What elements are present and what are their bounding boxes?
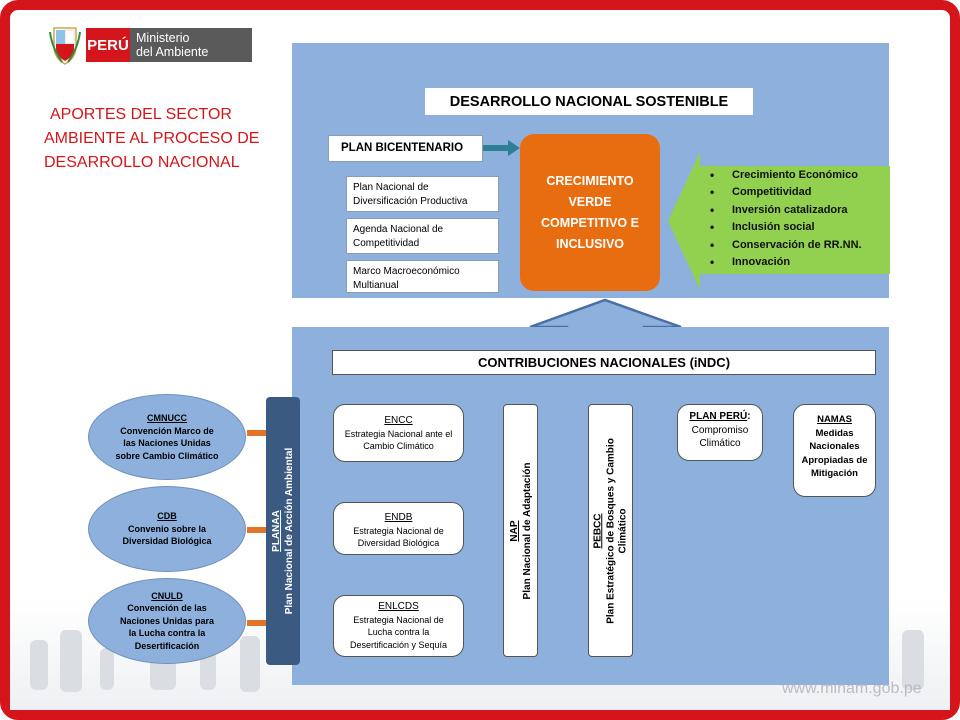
encc-box: ENCC Estrategia Nacional ante el Cambio … [333, 404, 464, 462]
ministry-name: Ministerio del Ambiente [130, 28, 252, 62]
benefit-item: Conservación de RR.NN. [706, 237, 890, 255]
benefit-item: Innovación [706, 254, 890, 272]
agenda-competitividad-box: Agenda Nacional de Competitividad [346, 218, 499, 254]
nap-label: NAP Plan Nacional de Adaptación [508, 462, 534, 599]
cmnucc-ellipse: CMNUCC Convención Marco de las Naciones … [88, 394, 246, 480]
nap-name: Plan Nacional de Adaptación [521, 462, 533, 599]
pebcc-abbr: PEBCC [591, 512, 603, 549]
enlcds-box: ENLCDS Estrategia Nacional de Lucha cont… [333, 595, 464, 657]
footer-url: www.minam.gob.pe [782, 680, 922, 697]
benefit-item: Inversión catalizadora [706, 202, 890, 220]
plan-peru-name: Compromiso Climático [691, 424, 749, 450]
slide-title: APORTES DEL SECTOR AMBIENTE AL PROCESO D… [44, 103, 284, 175]
pebcc-label: PEBCC Plan Estratégico de Bosques y Camb… [592, 438, 630, 624]
green-growth-line2: VERDE [568, 194, 612, 209]
enlcds-abbr: ENLCDS [378, 601, 419, 612]
peru-label: PERÚ [86, 28, 130, 62]
namas-box: NAMAS Medidas Nacionales Apropiadas de M… [793, 404, 876, 497]
sustainable-development-box: DESARROLLO NACIONAL SOSTENIBLE [425, 88, 753, 115]
namas-name: Medidas Nacionales Apropiadas de Mitigac… [801, 427, 868, 480]
endb-box: ENDB Estrategia Nacional de Diversidad B… [333, 502, 464, 555]
benefit-item: Crecimiento Económico [706, 167, 890, 185]
cdb-abbr: CDB [157, 511, 177, 522]
endb-name: Estrategia Nacional de Diversidad Biológ… [353, 525, 444, 549]
bicentenario-arrow [483, 140, 520, 156]
plan-diversificacion-box: Plan Nacional de Diversificación Product… [346, 176, 499, 212]
green-growth-box: CRECIMIENTO VERDE COMPETITIVO E INCLUSIV… [520, 134, 660, 291]
namas-abbr: NAMAS [817, 414, 852, 425]
cnuld-name: Convención de las Naciones Unidas para l… [119, 603, 215, 651]
slide-title-line1: APORTES DEL SECTOR [50, 106, 232, 123]
slide-title-line3: DESARROLLO NACIONAL [44, 154, 240, 171]
coat-of-arms-icon [49, 27, 81, 65]
enlcds-name: Estrategia Nacional de Lucha contra la D… [349, 614, 448, 650]
cnuld-abbr: CNULD [151, 590, 183, 601]
pebcc-name-line1: Plan Estratégico de Bosques y Cambio [604, 437, 616, 624]
benefit-item: Inclusión social [706, 219, 890, 237]
cdb-name: Convenio sobre la Diversidad Biológica [122, 523, 212, 547]
plan-peru-abbr: PLAN PERÚ [689, 411, 748, 422]
encc-name: Estrategia Nacional ante el Cambio Climá… [344, 428, 453, 452]
benefit-item: Competitividad [706, 184, 890, 202]
green-benefits-list: Crecimiento Económico Competitividad Inv… [706, 167, 890, 272]
marco-macroeconomico-box: Marco Macroeconómico Multianual [346, 260, 499, 293]
ministry-name-line1: Ministerio [136, 31, 190, 45]
planaa-abbr: PLANAA [271, 510, 282, 552]
green-growth-line3: COMPETITIVO E [541, 215, 639, 230]
cnuld-ellipse: CNULD Convención de las Naciones Unidas … [88, 578, 246, 664]
planaa-name: Plan Nacional de Acción Ambiental [284, 447, 295, 615]
encc-abbr: ENCC [384, 415, 413, 426]
ministry-name-line2: del Ambiente [136, 45, 209, 59]
slide-title-line2: AMBIENTE AL PROCESO DE [44, 130, 260, 147]
green-growth-line1: CRECIMIENTO [546, 173, 634, 188]
plan-peru-box: PLAN PERÚ: Compromiso Climático [677, 404, 763, 461]
green-growth-line4: INCLUSIVO [555, 236, 625, 251]
nap-abbr: NAP [508, 519, 520, 542]
planaa-bar: PLANAA Plan Nacional de Acción Ambiental [266, 397, 300, 665]
planaa-label: PLANAA Plan Nacional de Acción Ambiental [270, 448, 296, 615]
cdb-ellipse: CDB Convenio sobre la Diversidad Biológi… [88, 486, 246, 572]
indc-title-box: CONTRIBUCIONES NACIONALES (iNDC) [332, 350, 876, 375]
pebcc-name-line2: Climático [616, 507, 628, 554]
plan-bicentenario-box: PLAN BICENTENARIO [328, 135, 483, 162]
endb-abbr: ENDB [384, 512, 413, 523]
pebcc-bar: PEBCC Plan Estratégico de Bosques y Camb… [588, 404, 633, 657]
cmnucc-abbr: CMNUCC [147, 413, 187, 423]
cmnucc-name: Convención Marco de las Naciones Unidas … [115, 425, 219, 461]
plan-peru-colon: : [747, 411, 751, 422]
nap-bar: NAP Plan Nacional de Adaptación [503, 404, 538, 657]
